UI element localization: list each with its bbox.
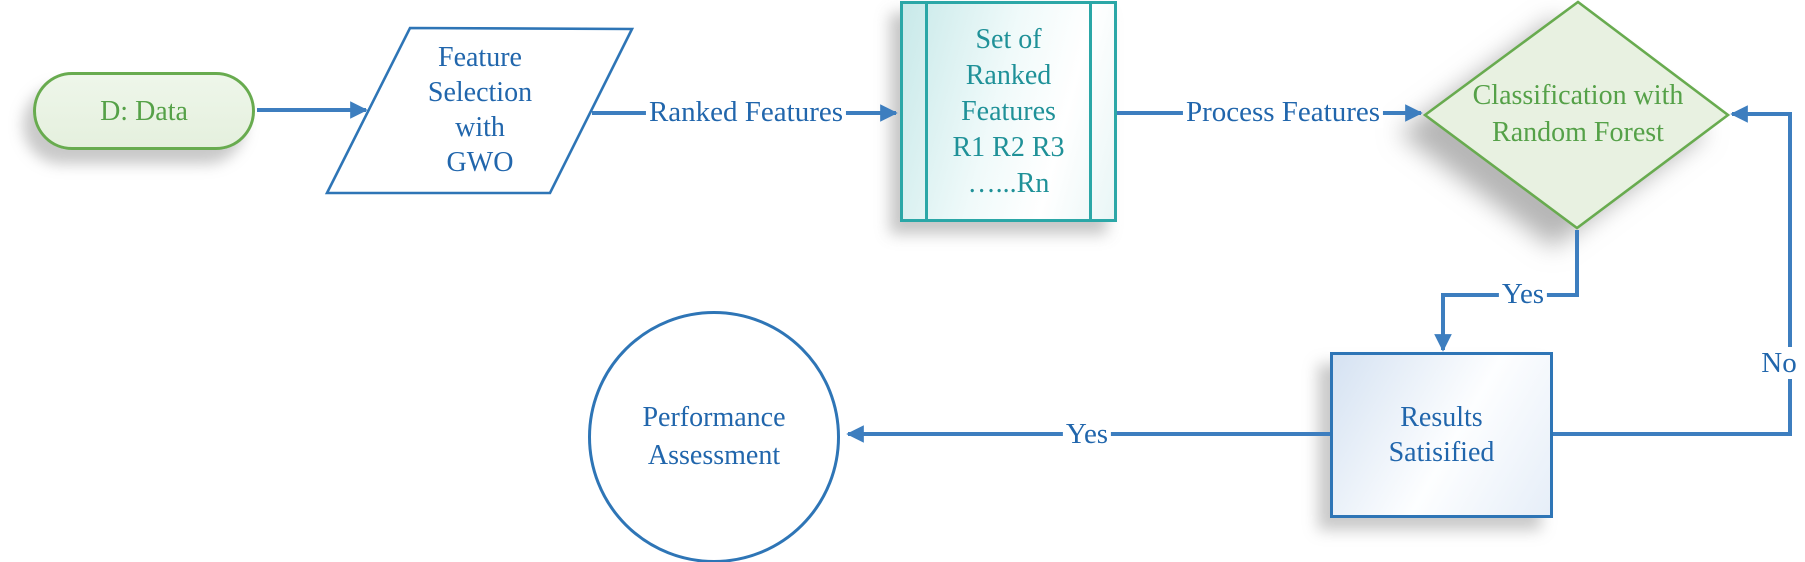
- node-feature-selection-shape: [324, 26, 635, 195]
- edge-label-yes-down: Yes: [1498, 278, 1548, 310]
- predefined-inner-line-right: [1089, 4, 1092, 219]
- node-feature-selection: Feature Selection with GWO: [370, 40, 590, 180]
- node-classification-label: Classification with Random Forest: [1472, 80, 1684, 148]
- node-ranked-set: Set of Ranked Features R1 R2 R3 …...Rn: [900, 1, 1117, 222]
- predefined-inner-line-left: [925, 4, 928, 219]
- node-data-label: D: Data: [100, 95, 188, 127]
- node-classification: Classification with Random Forest: [1436, 78, 1720, 150]
- edge-label-process-features: Process Features: [1182, 96, 1384, 128]
- edge-label-ranked-features: Ranked Features: [645, 96, 847, 128]
- node-performance: Performance Assessment: [588, 311, 840, 562]
- node-results-label: Results Satisified: [1388, 402, 1495, 468]
- node-classification-shape: [1422, 0, 1731, 230]
- edge-no-loop-line: [1553, 105, 1792, 436]
- node-feature-selection-label: Feature Selection with GWO: [427, 42, 533, 178]
- node-data-terminator: D: Data: [33, 72, 255, 150]
- node-ranked-set-label: Set of Ranked Features R1 R2 R3 …...Rn: [952, 23, 1065, 199]
- edge-label-yes-left: Yes: [1062, 418, 1112, 450]
- node-results: Results Satisified: [1330, 352, 1553, 518]
- edge-label-no: No: [1758, 347, 1800, 379]
- node-performance-label: Performance Assessment: [642, 402, 786, 471]
